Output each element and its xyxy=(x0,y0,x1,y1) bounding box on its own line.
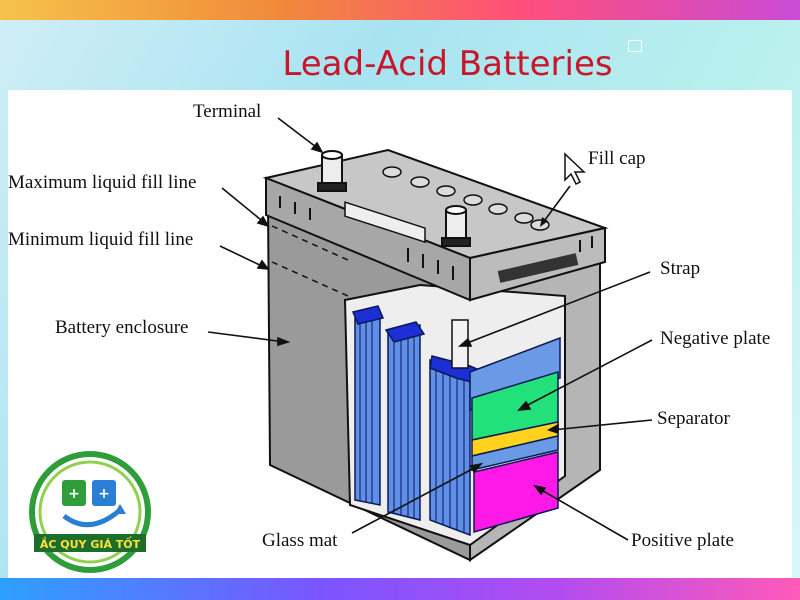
min-fill-line xyxy=(271,261,349,297)
plate-stack-2 xyxy=(384,321,426,521)
terminal-posts xyxy=(317,150,471,247)
plate-stack-1 xyxy=(351,305,385,506)
fill-caps xyxy=(382,166,550,231)
svg-text:+: + xyxy=(98,486,110,502)
label-separator: Separator xyxy=(657,408,730,429)
lid-handle-slot xyxy=(497,253,579,283)
svg-text:+: + xyxy=(68,486,80,502)
label-terminal: Terminal xyxy=(193,101,262,122)
label-battery-enclosure: Battery enclosure xyxy=(55,317,189,338)
label-positive-plate: Positive plate xyxy=(631,530,734,551)
label-fill-cap: Fill cap xyxy=(588,148,646,169)
brand-logo: + + ẮC QUY GIÁ TỐT xyxy=(29,451,151,573)
leader-lines xyxy=(207,117,653,541)
bottom-gradient-bar xyxy=(0,578,800,600)
positive-plate xyxy=(473,451,559,533)
max-fill-line xyxy=(271,225,349,261)
slide-corner-marker xyxy=(628,40,642,52)
logo-text: ẮC QUY GIÁ TỐT xyxy=(40,536,141,551)
lid-label-plate xyxy=(344,201,426,244)
label-max-fill-line: Maximum liquid fill line xyxy=(8,172,197,193)
label-strap: Strap xyxy=(660,258,701,279)
cursor-arrow-icon xyxy=(564,152,586,186)
label-min-fill-line: Minimum liquid fill line xyxy=(8,229,194,250)
fill-cap-leader xyxy=(541,185,571,225)
page-title: Lead-Acid Batteries xyxy=(282,44,613,84)
label-glass-mat: Glass mat xyxy=(262,530,338,551)
lid-vent-slots xyxy=(279,196,593,280)
label-negative-plate: Negative plate xyxy=(660,328,771,349)
